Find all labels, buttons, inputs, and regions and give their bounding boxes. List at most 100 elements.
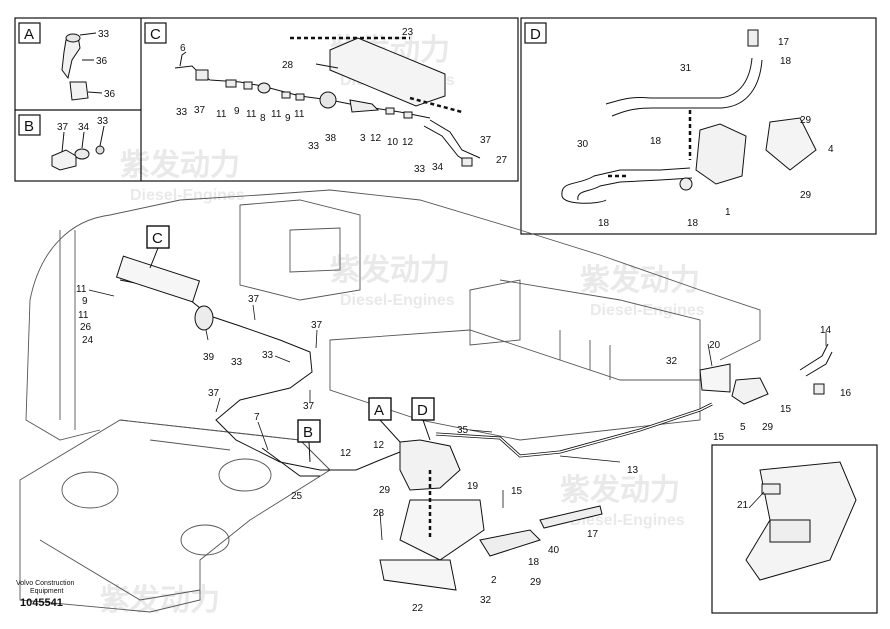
watermark: 紫发动力 紫发动力 紫发动力 紫发动力 紫发动力 紫发动力 Diesel-Eng… <box>100 34 705 617</box>
part-callout-15: 15 <box>713 432 725 443</box>
part-callout-18: 18 <box>598 218 610 229</box>
watermark-text-cn: 紫发动力 <box>560 474 680 507</box>
part-callout-37: 37 <box>194 105 206 116</box>
part-callout-39: 39 <box>203 352 215 363</box>
view-letter-d: D <box>530 26 541 43</box>
part-callout-30: 30 <box>577 139 589 150</box>
part-callout-29: 29 <box>530 577 542 588</box>
panel-d-parts <box>561 29 817 204</box>
watermark-text-en: Diesel-Engines <box>130 187 245 204</box>
part-callout-37: 37 <box>57 122 69 133</box>
view-letter-c: C <box>150 26 161 43</box>
company-name-line2: Equipment <box>30 588 64 595</box>
part-callout-15: 15 <box>511 486 523 497</box>
part-callout-11: 11 <box>271 109 282 120</box>
panel-letter-a: A <box>18 22 41 44</box>
part-callout-5: 5 <box>740 422 746 433</box>
panel-letter-c: C <box>144 22 167 44</box>
leader-lines <box>88 289 827 541</box>
part-callout-13: 13 <box>627 465 639 476</box>
part-callout-35: 35 <box>457 425 469 436</box>
part-callout-32: 32 <box>480 595 492 606</box>
marker-c: C <box>146 225 170 269</box>
part-callout-37: 37 <box>248 294 260 305</box>
part-callout-22: 22 <box>412 603 424 614</box>
harness-routing <box>115 255 857 591</box>
part-callout-14: 14 <box>820 325 832 336</box>
part-callout-33: 33 <box>176 107 188 118</box>
panel-c-parts <box>174 36 481 167</box>
part-callout-28: 28 <box>373 508 385 519</box>
part-callout-18: 18 <box>687 218 699 229</box>
part-callout-25: 25 <box>291 491 303 502</box>
detail-panels-frame <box>14 17 878 614</box>
part-callout-27: 27 <box>496 155 508 166</box>
part-callout-21: 21 <box>737 500 749 511</box>
view-letter-a: A <box>374 402 384 419</box>
part-callout-24: 24 <box>82 335 94 346</box>
part-callout-29: 29 <box>800 115 812 126</box>
part-callout-8: 8 <box>260 113 266 124</box>
part-callout-4: 4 <box>828 144 834 155</box>
part-callout-33: 33 <box>308 141 320 152</box>
panel-letter-b: B <box>18 114 41 136</box>
main-callouts: 11 9 11 26 24 39 37 33 37 33 37 7 37 25 … <box>76 284 852 614</box>
part-callout-11: 11 <box>216 109 227 120</box>
panel-letter-d: D <box>524 22 547 44</box>
part-callout-1: 1 <box>725 207 731 218</box>
part-callout-34: 34 <box>432 162 444 173</box>
drawing-number: 1045541 <box>20 597 63 609</box>
company-name: Volvo Construction <box>16 580 74 587</box>
part-callout-11: 11 <box>246 109 257 120</box>
part-callout-37: 37 <box>303 401 315 412</box>
part-callout-18: 18 <box>780 56 792 67</box>
frame-outline <box>19 189 761 613</box>
part-callout-12: 12 <box>402 137 414 148</box>
panel-d-callouts: 17 18 31 29 4 18 30 18 1 18 29 <box>577 37 834 229</box>
part-callout-12: 12 <box>370 133 382 144</box>
part-callout-37: 37 <box>480 135 492 146</box>
part-callout-28: 28 <box>282 60 294 71</box>
part-callout-2: 2 <box>491 575 497 586</box>
part-callout-23: 23 <box>402 27 414 38</box>
part-callout-12: 12 <box>373 440 385 451</box>
part-callout-29: 29 <box>800 190 812 201</box>
part-callout-40: 40 <box>548 545 560 556</box>
part-callout-10: 10 <box>387 137 399 148</box>
part-callout-3: 3 <box>360 133 366 144</box>
part-callout-11: 11 <box>78 310 89 321</box>
watermark-text-en: Diesel-Engines <box>340 292 455 309</box>
part-callout-33: 33 <box>231 357 243 368</box>
watermark-text-cn: 紫发动力 <box>330 254 450 287</box>
part-callout-33: 33 <box>97 116 109 127</box>
part-callout-29: 29 <box>762 422 774 433</box>
watermark-text-en: Diesel-Engines <box>570 512 685 529</box>
marker-b: B <box>297 419 321 463</box>
watermark-text-en: Diesel-Engines <box>590 302 705 319</box>
part-callout-19: 19 <box>467 481 479 492</box>
part-callout-32: 32 <box>666 356 678 367</box>
view-letter-c: C <box>152 230 163 247</box>
view-letter-a: A <box>24 26 34 43</box>
panel-a-parts <box>61 32 103 101</box>
part-callout-33: 33 <box>414 164 426 175</box>
part-callout-34: 34 <box>78 122 90 133</box>
view-letter-d: D <box>417 402 428 419</box>
watermark-text-cn: 紫发动力 <box>120 149 240 182</box>
marker-d: D <box>411 397 435 441</box>
view-letter-b: B <box>24 118 34 135</box>
part-callout-26: 26 <box>80 322 92 333</box>
part-callout-18: 18 <box>528 557 540 568</box>
view-letter-b: B <box>303 424 313 441</box>
panel-c-callouts: 23 6 28 33 37 11 9 11 8 11 9 11 33 38 3 … <box>176 27 508 175</box>
watermark-text-cn: 紫发动力 <box>580 264 700 297</box>
part-callout-37: 37 <box>208 388 220 399</box>
part-callout-9: 9 <box>285 113 291 124</box>
footer-block: Volvo Construction Equipment 1045541 <box>16 580 74 609</box>
part-callout-6: 6 <box>180 43 186 54</box>
part-callout-17: 17 <box>778 37 790 48</box>
part-callout-12: 12 <box>340 448 352 459</box>
part-callout-18: 18 <box>650 136 662 147</box>
part-callout-36: 36 <box>96 56 108 67</box>
